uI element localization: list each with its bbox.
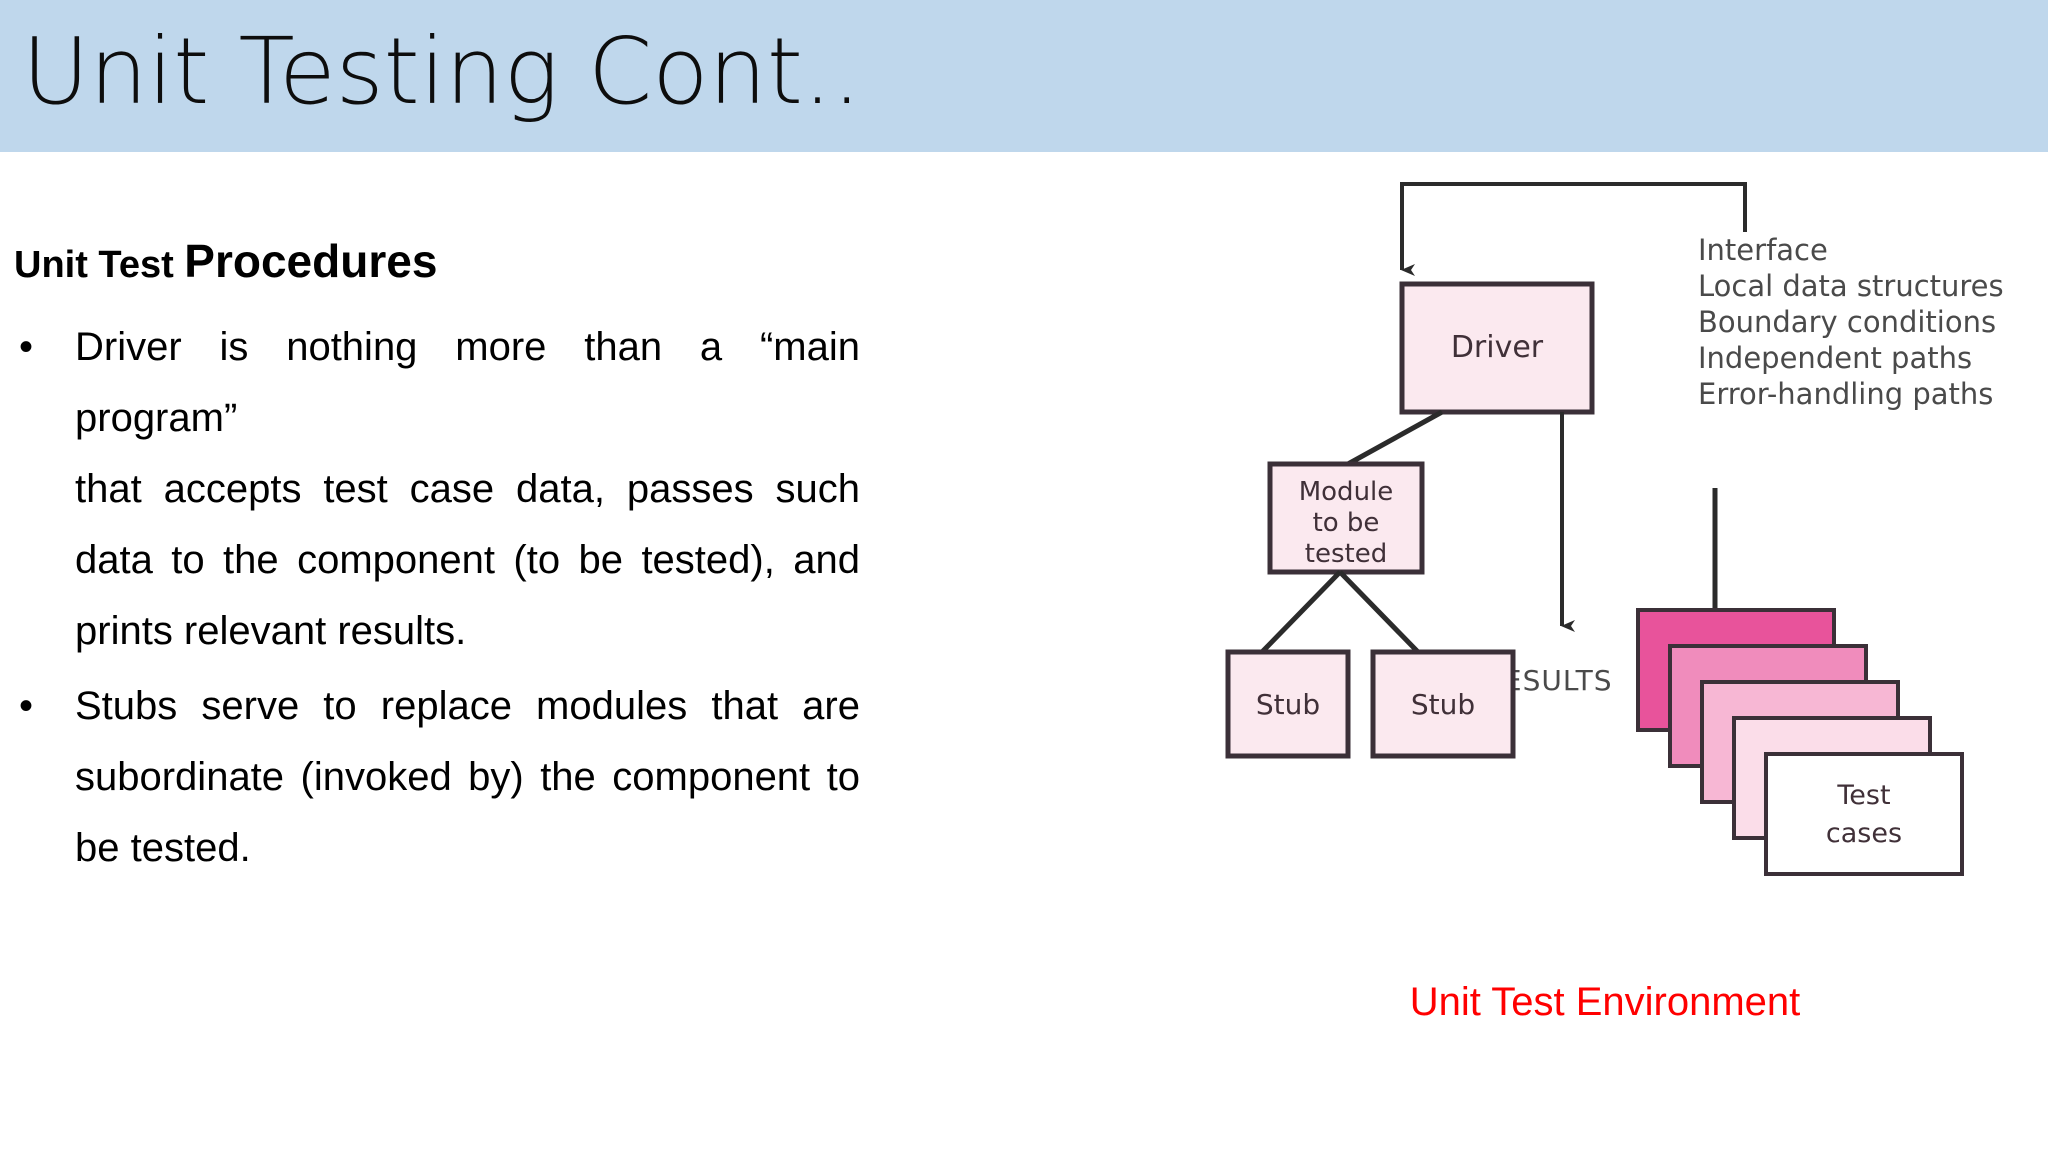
driver-box-label: Driver bbox=[1451, 330, 1544, 365]
bullet-list: • Driver is nothing more than a “main pr… bbox=[0, 312, 1140, 888]
title-band: Unit Testing Cont.. bbox=[0, 0, 2048, 152]
stub-left-label: Stub bbox=[1256, 688, 1320, 721]
text-line: that accepts test case data, passes such bbox=[75, 467, 860, 511]
list-item-text: Stubs serve to replace modules that are … bbox=[75, 671, 860, 884]
bullet-marker-icon: • bbox=[18, 325, 33, 369]
bullet-marker-icon: • bbox=[18, 684, 33, 728]
checklist-item-local-data-structures: Local data structures bbox=[1698, 269, 2004, 303]
list-item-text: Driver is nothing more than a “main prog… bbox=[75, 312, 860, 667]
diagram-svg: Driver RESULTS Module to be tested Stub … bbox=[1225, 182, 2004, 876]
test-case-card-5 bbox=[1764, 752, 1964, 876]
text-line: prints relevant results. bbox=[75, 609, 467, 653]
text-line: Stubs serve to replace modules that are bbox=[75, 684, 860, 728]
module-under-test-box bbox=[1267, 461, 1425, 575]
checklist-item-boundary-conditions: Boundary conditions bbox=[1698, 305, 1996, 339]
checklist-item-error-handling-paths: Error-handling paths bbox=[1698, 377, 1993, 411]
unit-test-environment-figure: Driver RESULTS Module to be tested Stub … bbox=[1150, 152, 2048, 1152]
content-column: Unit Test Procedures • Driver is nothing… bbox=[0, 152, 1160, 1152]
stub-left-box bbox=[1225, 649, 1351, 759]
text-line: data to the component (to be tested), an… bbox=[75, 538, 860, 582]
driver-box bbox=[1399, 281, 1595, 415]
module-box-label-line2: to be bbox=[1313, 508, 1380, 538]
driver-module-connector bbox=[1346, 409, 1444, 467]
checklist-item-independent-paths: Independent paths bbox=[1698, 341, 1972, 375]
subheading: Unit Test Procedures bbox=[14, 234, 437, 288]
stub-right-box bbox=[1370, 649, 1516, 759]
stub-right-label: Stub bbox=[1411, 688, 1475, 721]
test-cases-label-line1: Test bbox=[1836, 780, 1890, 811]
subheading-emphasis: Procedures bbox=[184, 235, 438, 287]
module-box-label-line1: Module bbox=[1299, 477, 1394, 507]
module-box-label-line3: tested bbox=[1305, 539, 1387, 569]
text-line: subordinate (invoked by) the component t… bbox=[75, 755, 860, 799]
list-item: • Driver is nothing more than a “main pr… bbox=[0, 312, 1140, 667]
text-line: be tested. bbox=[75, 826, 251, 870]
input-arrow-to-driver bbox=[1400, 182, 1747, 276]
text-line: Driver is nothing more than a “main prog… bbox=[75, 325, 860, 440]
page-title: Unit Testing Cont.. bbox=[22, 18, 862, 125]
module-stub-left-connector bbox=[1260, 570, 1342, 654]
test-cases-label-line2: cases bbox=[1826, 818, 1902, 849]
list-item: • Stubs serve to replace modules that ar… bbox=[0, 671, 1140, 884]
figure-caption: Unit Test Environment bbox=[1409, 980, 1801, 1024]
checklist-item-interface: Interface bbox=[1698, 233, 1828, 267]
module-stub-right-connector bbox=[1338, 570, 1420, 654]
subheading-prefix: Unit Test bbox=[14, 244, 185, 286]
